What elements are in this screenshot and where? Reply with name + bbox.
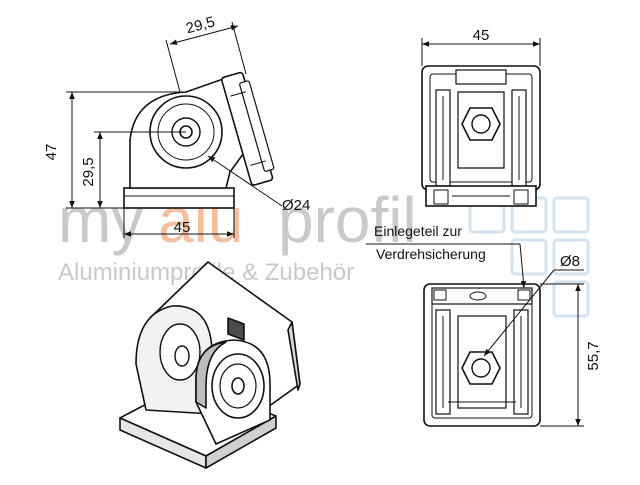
leader-hole-diameter [483, 269, 555, 357]
dim-front-width: 45 [473, 27, 490, 44]
side-base-plate [123, 187, 235, 209]
annotation-line-2: Verdrehsicherung [376, 246, 486, 262]
front-view [421, 65, 541, 207]
leader-pivot-diameter [207, 155, 283, 207]
side-dimension-labels: 29,5 47 29,5 45 Ø24 [43, 13, 310, 236]
dim-line-side-top [169, 25, 239, 45]
dim-bottom-height: 55,7 [585, 341, 602, 370]
dim-side-height-axis: 29,5 [80, 157, 97, 186]
bottom-dimensions [366, 243, 584, 427]
dim-side-top-width: 29,5 [184, 13, 217, 37]
leader-annotation [519, 243, 527, 289]
side-view [123, 71, 275, 209]
annotation-line-1: Einlegeteil zur [374, 223, 462, 239]
isometric-view [119, 261, 301, 469]
iso-pivot-hole [231, 377, 245, 395]
dim-side-base-width: 45 [174, 219, 191, 236]
bottom-view [423, 283, 541, 427]
side-dimensions [66, 21, 283, 238]
dim-side-height-total: 47 [43, 144, 60, 161]
bottom-dimension-labels: Einlegeteil zur Verdrehsicherung Ø8 55,7 [374, 223, 602, 371]
dim-bottom-hole-diameter: Ø8 [560, 253, 580, 270]
front-dimensions [421, 38, 541, 66]
dim-pivot-diameter: Ø24 [282, 197, 310, 214]
